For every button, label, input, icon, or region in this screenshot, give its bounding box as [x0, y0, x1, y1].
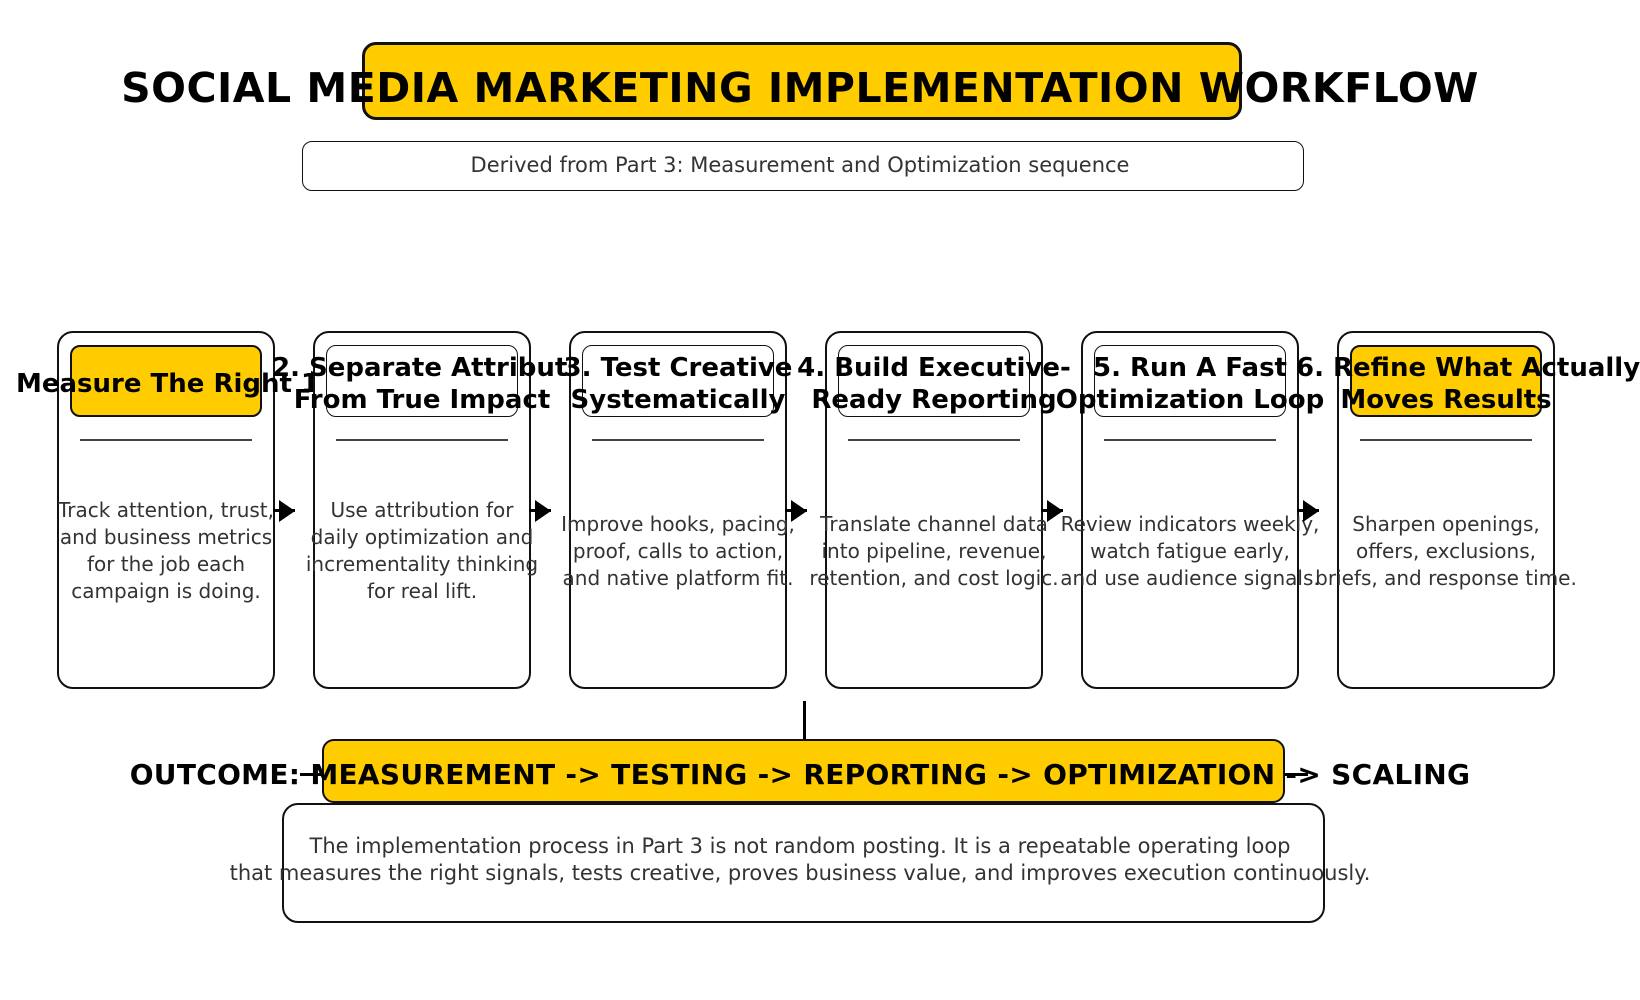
- step-divider: [592, 439, 764, 441]
- subtitle: Derived from Part 3: Measurement and Opt…: [470, 153, 1130, 177]
- step-title-box: [838, 345, 1030, 417]
- arrow-right-icon: [279, 500, 295, 522]
- step-description: retention, and cost logic.: [809, 565, 1059, 590]
- step-description: Sharpen openings,: [1352, 511, 1540, 536]
- step-title-box: [1094, 345, 1286, 417]
- step-description: briefs, and response time.: [1315, 565, 1577, 590]
- step-description: and business metrics: [59, 525, 273, 549]
- step-description: Review indicators weekly,: [1060, 511, 1320, 536]
- title-banner: [362, 42, 1242, 120]
- step-title: 2. Separate Attributi: [272, 353, 577, 383]
- page-title: SOCIAL MEDIA MARKETING IMPLEMENTATION WO…: [121, 64, 1479, 112]
- step-description: offers, exclusions,: [1355, 538, 1536, 563]
- outcome-banner: [322, 739, 1285, 803]
- step-title-box: [326, 345, 518, 417]
- step-divider: [80, 439, 252, 441]
- step-title: Moves Results: [1340, 385, 1552, 415]
- step-description: into pipeline, revenue,: [821, 538, 1047, 563]
- step-description: for real lift.: [366, 579, 478, 603]
- step-description: daily optimization and: [310, 525, 534, 549]
- step-divider: [336, 439, 508, 441]
- step-title: Measure The Right 1.: [16, 369, 329, 399]
- step-title: From True Impact: [293, 385, 551, 415]
- arrow-right-icon: [1303, 500, 1319, 522]
- step-description: Track attention, trust,: [58, 498, 274, 522]
- step-description: Improve hooks, pacing,: [561, 511, 795, 536]
- step-title-box: [70, 345, 262, 417]
- outcome-left-stem: [300, 773, 324, 776]
- arrow-right-icon: [791, 500, 807, 522]
- outcome-text: OUTCOME: MEASUREMENT -> TESTING -> REPOR…: [129, 758, 1471, 791]
- step-title: 6. Refine What Actually: [1296, 353, 1640, 383]
- arrow-right-icon: [1047, 500, 1063, 522]
- step-title: Ready Reporting: [811, 385, 1057, 415]
- step-title: Systematically: [570, 385, 786, 415]
- step-description: Use attribution for: [330, 498, 514, 522]
- summary-box: [282, 803, 1325, 923]
- summary-line: that measures the right signals, tests c…: [229, 861, 1371, 885]
- step-description: incrementality thinking: [305, 552, 539, 576]
- step-description: and native platform fit.: [562, 565, 794, 590]
- step-description: for the job each: [86, 552, 246, 576]
- step-divider: [1360, 439, 1532, 441]
- outcome-right-stem: [1284, 773, 1308, 776]
- subtitle-box: [302, 141, 1304, 191]
- summary-line: The implementation process in Part 3 is …: [309, 834, 1291, 858]
- step-title: 4. Build Executive-: [797, 353, 1071, 383]
- step-description: Translate channel data: [820, 511, 1048, 536]
- connector-down: [803, 701, 806, 753]
- step-title: Optimization Loop: [1055, 385, 1325, 415]
- step-description: watch fatigue early,: [1090, 538, 1290, 563]
- arrow-right-icon: [535, 500, 551, 522]
- step-divider: [848, 439, 1020, 441]
- step-description: and use audience signals.: [1060, 565, 1320, 590]
- step-description: proof, calls to action,: [572, 538, 784, 563]
- step-title: 3. Test Creative: [563, 353, 793, 383]
- step-title-box: [1350, 345, 1542, 417]
- step-title: 5. Run A Fast: [1093, 353, 1287, 383]
- step-title-box: [582, 345, 774, 417]
- step-description: campaign is doing.: [71, 579, 261, 603]
- step-divider: [1104, 439, 1276, 441]
